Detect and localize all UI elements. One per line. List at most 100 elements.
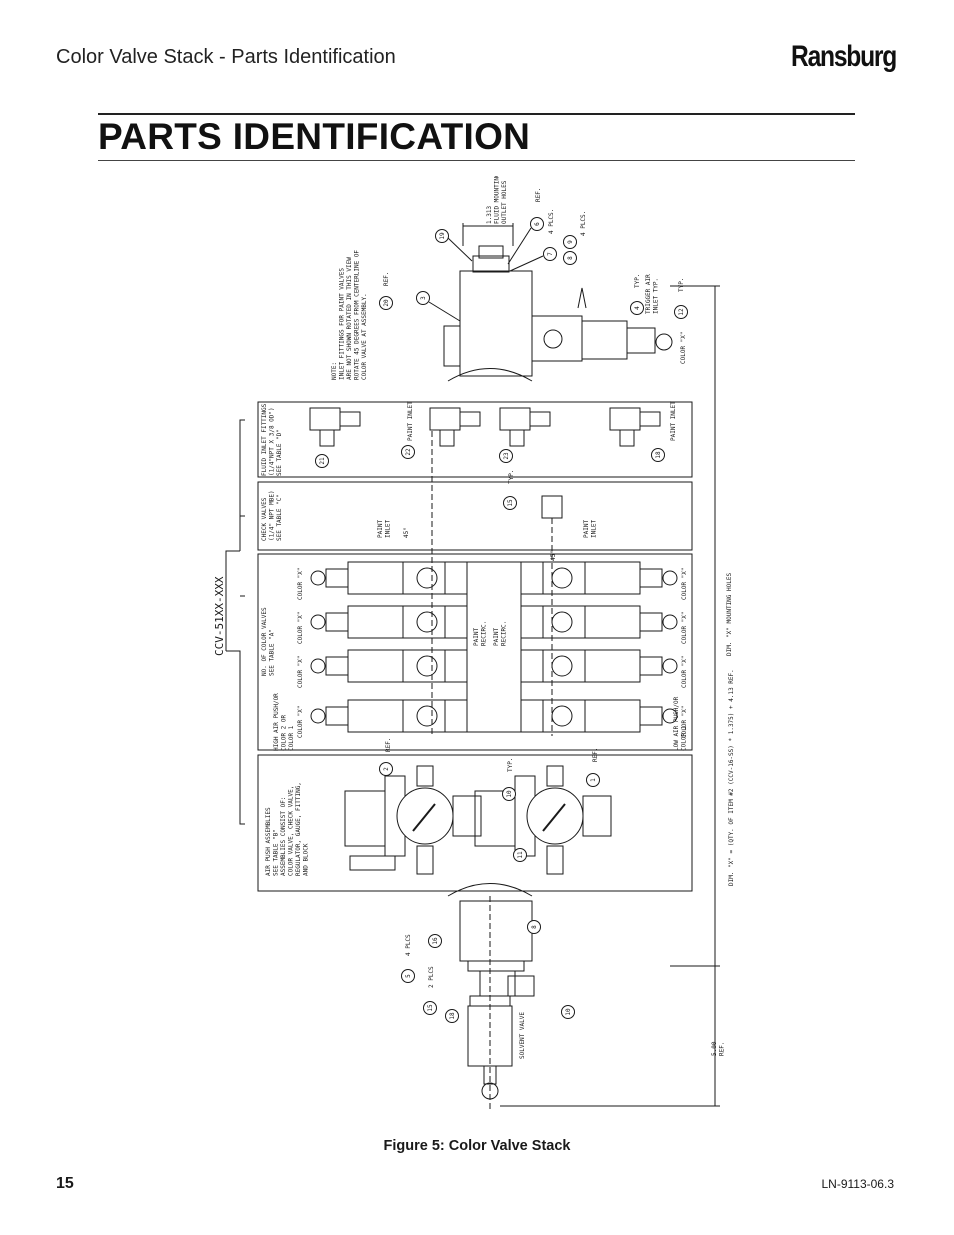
- item-balloon-12: [674, 305, 688, 319]
- angle-label-right: 45°: [550, 550, 557, 561]
- item-balloon-number: 1: [590, 778, 597, 782]
- leader-line: [509, 255, 544, 272]
- left-air-inlet: [310, 658, 326, 674]
- color-valve-left-b: [402, 605, 446, 639]
- check-valves-label: CHECK VALVES(1/4" NPT MBE)SEE TABLE "C": [261, 490, 283, 541]
- manifold-spacer: [520, 699, 544, 733]
- center-manifold: [466, 561, 522, 733]
- ref-label-10-left: REF.: [385, 738, 392, 752]
- color-valve-right-b: [584, 605, 641, 639]
- color-valve-left-a: [347, 699, 404, 733]
- color-x-label-right: COLOR "X": [681, 705, 688, 738]
- trigger-air-inlet: [655, 333, 673, 351]
- regulator-left-outlet: [416, 845, 434, 875]
- color-valve-port-right: [551, 567, 573, 589]
- item-balloon-15: [445, 1009, 459, 1023]
- left-air-inlet: [310, 708, 326, 724]
- color-valve-port-right: [551, 655, 573, 677]
- color-x-top-label: COLOR "X": [680, 331, 687, 364]
- item-balloon-number: 12: [678, 308, 685, 316]
- inlet-fitting-23-tube: [529, 411, 551, 427]
- break-line: [447, 368, 533, 382]
- right-air-fitting: [639, 656, 663, 676]
- manifold-spacer: [444, 561, 468, 595]
- air-push-label: AIR PUSH ASSEMBLIESSEE TABLE "B"ASSEMBLI…: [265, 782, 310, 876]
- color-valve-right-a: [542, 605, 586, 639]
- trigger-air-label: TRIGGER AIRINLET TYP.: [645, 274, 660, 314]
- item-balloon-16: [527, 920, 541, 934]
- item-balloon-10: [379, 762, 393, 776]
- outlet-fitting: [472, 255, 510, 273]
- inlet-fitting-22-tube: [459, 411, 481, 427]
- color-x-label-right: COLOR "X": [681, 567, 688, 600]
- item-balloon-22: [401, 445, 415, 459]
- regulator-right-gauge-stem: [546, 765, 564, 787]
- color-valve-right-b: [584, 699, 641, 733]
- air-push-panel: [257, 754, 693, 892]
- inlet-fitting-18-stem: [619, 429, 635, 447]
- high-air-push-label: HIGH AIR PUSH/ORCOLOR 2 ORCOLOR 1: [273, 693, 295, 751]
- outlet-holes-label: 1.313FLUID MOUNTINGOUTLET HOLES: [486, 176, 508, 224]
- item-balloon-20: [379, 296, 393, 310]
- item-balloon-1: [428, 934, 442, 948]
- top-manifold-block: [459, 270, 533, 377]
- color-valve-port-left: [416, 705, 438, 727]
- item-balloon-number: 10: [565, 1008, 572, 1016]
- item-balloon-number: 18: [449, 1012, 456, 1020]
- bottom-manifold-block: [459, 900, 533, 962]
- color-x-label-left: COLOR "X": [297, 655, 304, 688]
- item-balloon-number: 23: [503, 452, 510, 460]
- item-balloon-3: [416, 291, 430, 305]
- ref-label-10-right: REF.: [592, 748, 599, 762]
- inlet-fitting-21-tube: [339, 411, 361, 427]
- leader-line: [447, 237, 473, 262]
- item-balloon-15: [503, 496, 517, 510]
- inlet-fitting-21-stem: [319, 429, 335, 447]
- item-balloon-number: 18: [655, 451, 662, 459]
- arrow-marker: [577, 287, 587, 309]
- item-balloon-7: [543, 247, 557, 261]
- bottom-side-fitting: [507, 975, 535, 997]
- item-balloon-number: 15: [427, 1004, 434, 1012]
- manifold-spacer: [520, 605, 544, 639]
- item-balloon-number: 6: [534, 222, 541, 226]
- typ-label-4: TYP.: [634, 274, 641, 288]
- inlet-fitting-22-stem: [439, 429, 455, 447]
- leader-line: [507, 227, 532, 265]
- item-balloon-number: 19: [439, 232, 446, 240]
- inlet-fitting-18: [609, 407, 641, 431]
- typ-label-12: TYP.: [678, 278, 685, 292]
- paint-inlet-label-center-left: PAINTINLET: [377, 520, 392, 538]
- left-air-fitting: [325, 706, 349, 726]
- right-air-inlet: [662, 658, 678, 674]
- left-air-inlet: [310, 570, 326, 586]
- item-balloon-number: 9: [567, 240, 574, 244]
- low-air-push-label: LOW AIR PUSH/ORCOLOR 1: [673, 696, 688, 751]
- bottom-seal: [467, 960, 525, 972]
- paint-recirc-label-right: PAINTRECIRC.: [493, 621, 508, 646]
- bottom-rule: [98, 160, 855, 161]
- inlet-fitting-23-stem: [509, 429, 525, 447]
- air-push-tee-left: [349, 855, 396, 871]
- item-balloon-19: [435, 229, 449, 243]
- item-balloon-number: 21: [319, 457, 326, 465]
- typ-label-2: TYP.: [507, 758, 514, 772]
- section-heading: PARTS IDENTIFICATION: [98, 116, 531, 157]
- dimension-mounting-label: DIM. "X" MOUNTING HOLES: [726, 573, 733, 656]
- regulator-right-gauge-needle: [542, 803, 566, 832]
- color-valve-port-left: [416, 655, 438, 677]
- air-fitting-hex: [581, 320, 628, 360]
- ref-label-6: REF.: [535, 188, 542, 202]
- color-valve-right-a: [542, 699, 586, 733]
- item-balloon-number: 7: [547, 252, 554, 256]
- item-balloon-5: [423, 1001, 437, 1015]
- item-balloon-21: [315, 454, 329, 468]
- manifold-spacer: [520, 649, 544, 683]
- color-valve-port-right: [551, 705, 573, 727]
- manifold-spacer: [444, 605, 468, 639]
- outlet-fitting-nut: [478, 245, 504, 259]
- paint-inlet-label-center-right: PAINTINLET: [583, 520, 598, 538]
- check-valve-body: [541, 495, 563, 519]
- color-valve-left-b: [402, 561, 446, 595]
